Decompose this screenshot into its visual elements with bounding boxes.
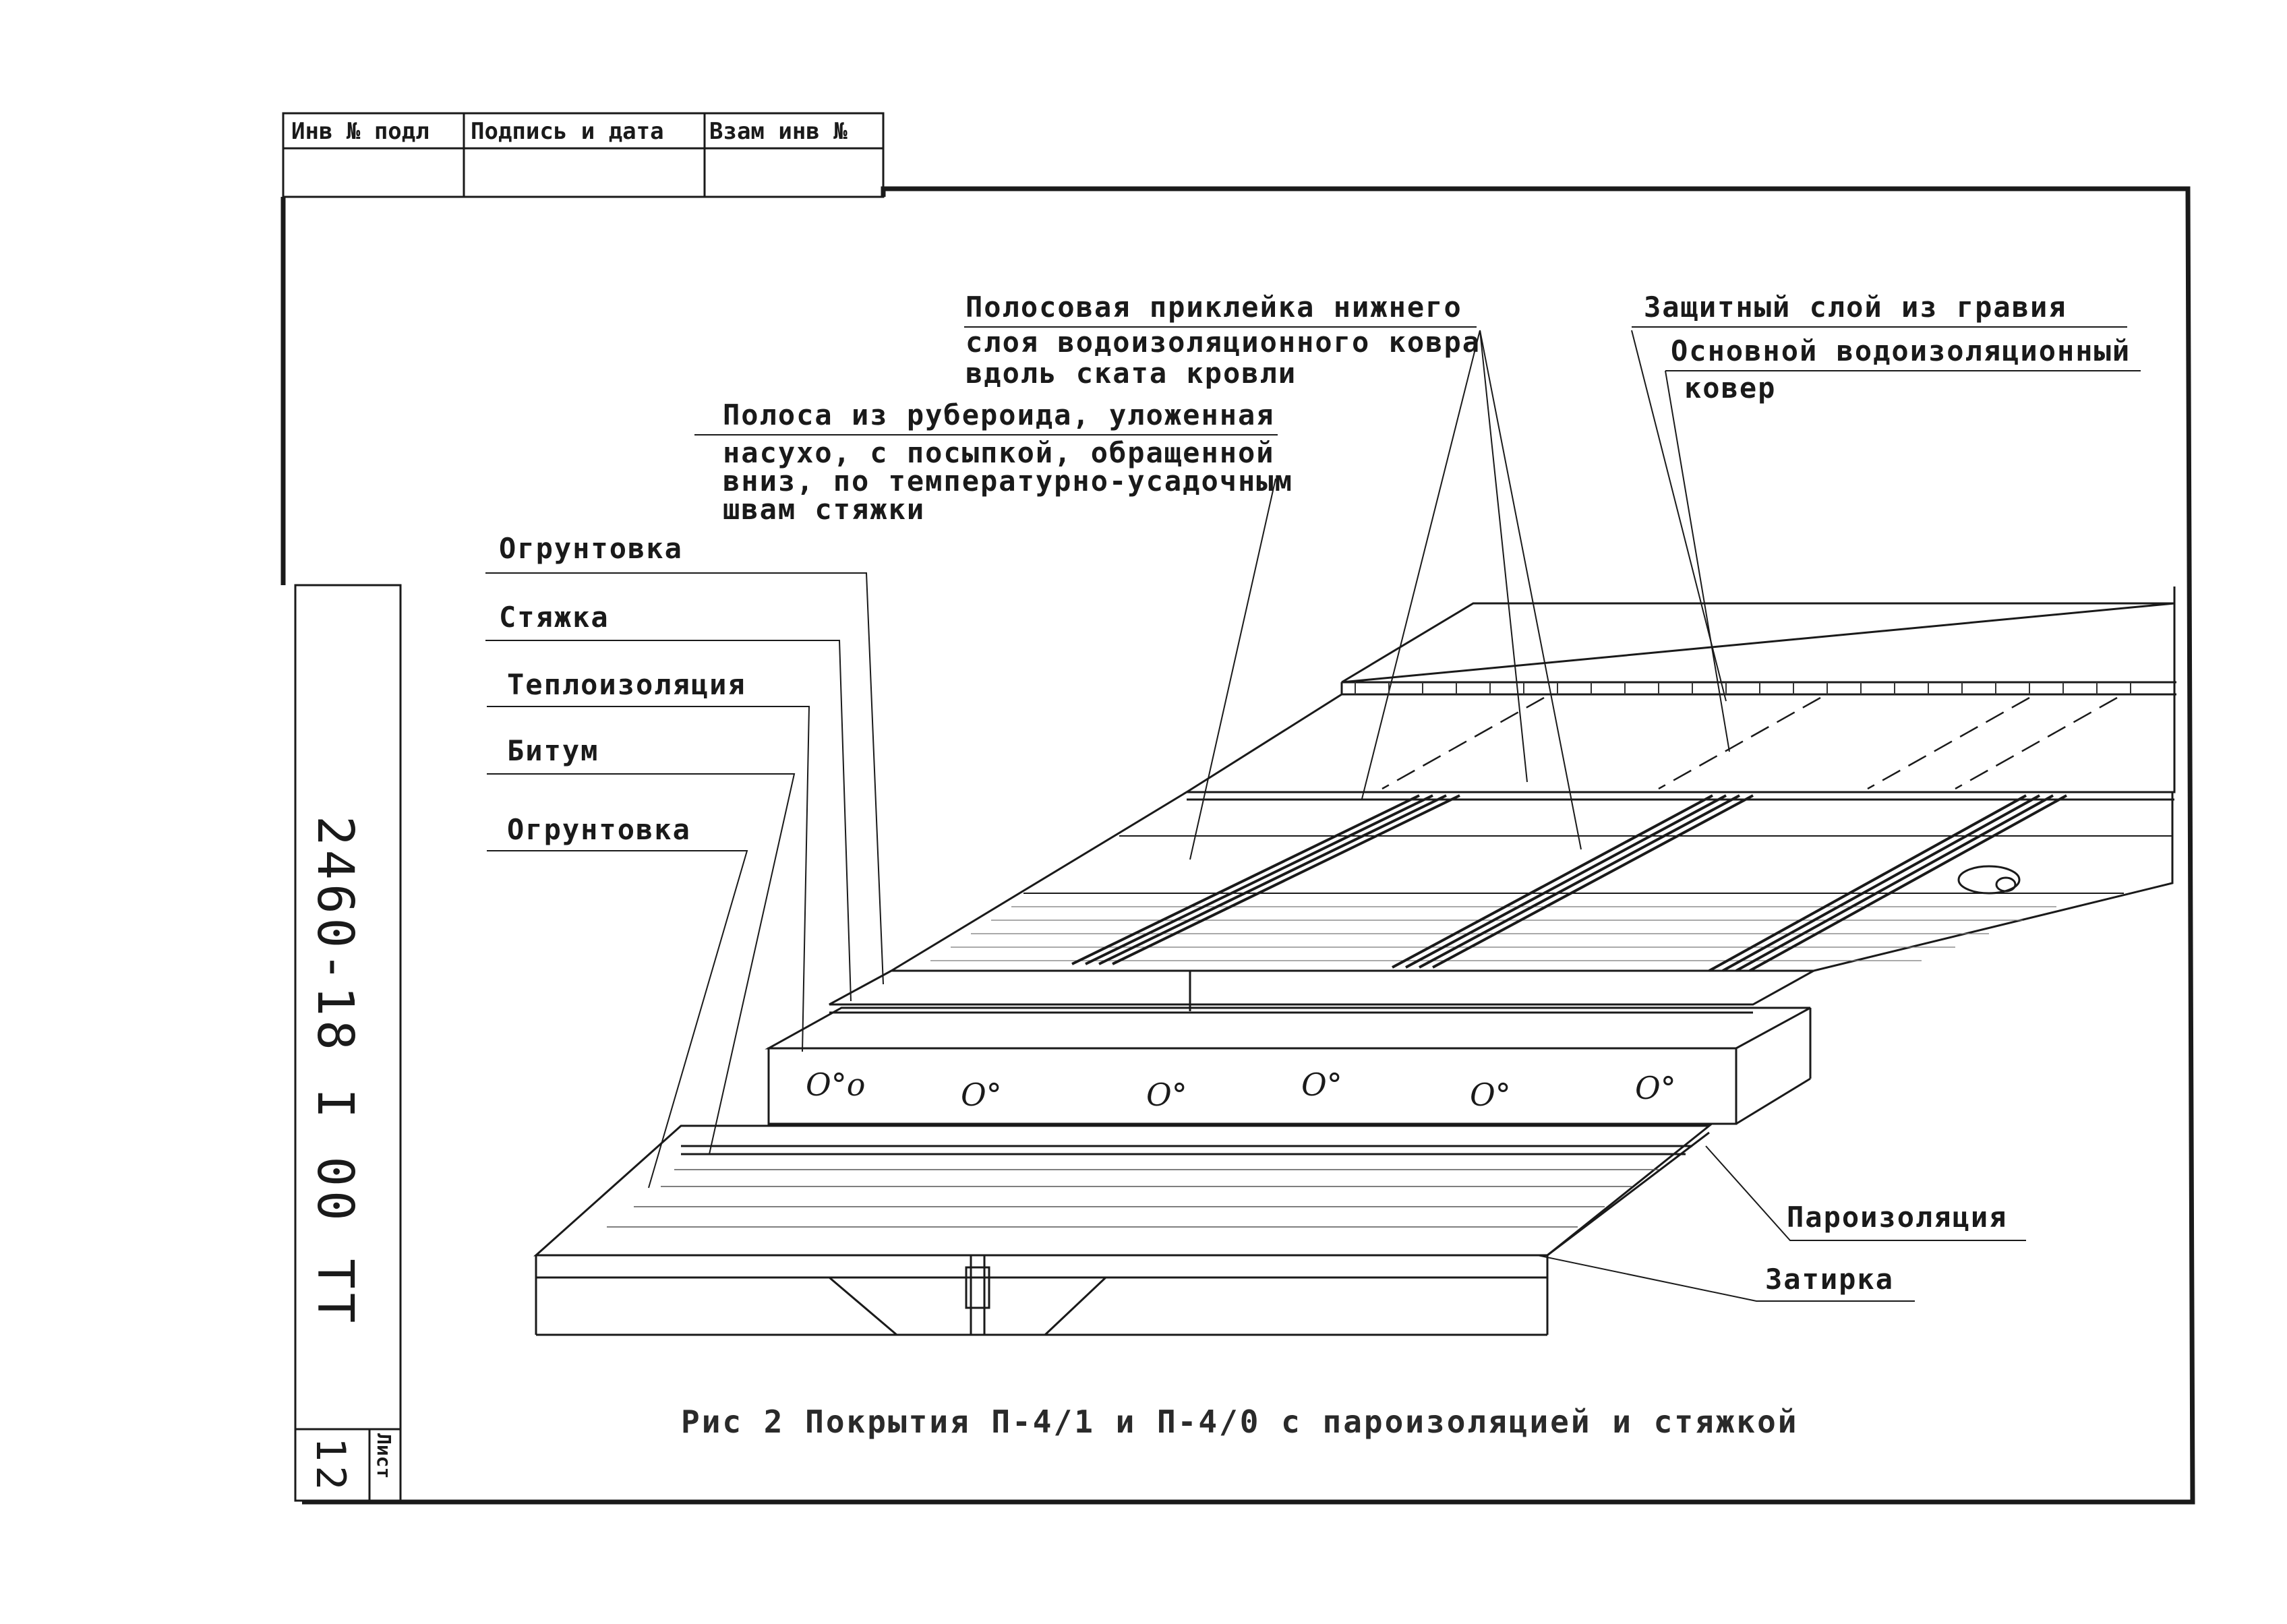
label-strip-gluing-line2: слоя водоизоляционного ковра [966,326,1481,359]
label-main-carpet-line2: ковер [1684,371,1776,404]
label-vapor-barrier-text: Пароизоляция [1787,1201,2007,1234]
label-primer-bottom-text: Огрунтовка [507,813,691,846]
stamp-col-signature: Подпись и дата [471,118,664,145]
svg-text:O°: O° [961,1077,1002,1113]
label-insulation-text: Теплоизоляция [507,668,746,701]
label-strip-gluing-line3: вдоль ската кровли [966,357,1297,390]
label-roofing-strip-line4: швам стяжки [723,493,925,526]
svg-text:O°: O° [1146,1077,1187,1113]
label-bitumen: Битум [487,734,796,1155]
svg-text:O°o: O°o [806,1066,865,1103]
label-roofing-strip-line3: вниз, по температурно-усадочным [723,464,1293,498]
label-strip-gluing-line1: Полосовая приклейка нижнего [966,291,1462,324]
gluing-strips [1071,794,2067,972]
label-roofing-strip-line1: Полоса из рубероида, уложенная [723,398,1275,431]
label-primer-bottom: Огрунтовка [487,813,748,1189]
label-grout-text: Затирка [1765,1263,1894,1296]
document-code: 2460-18 I 00 TT [306,816,364,1327]
label-main-carpet: Основной водоизоляционный ковер [1665,334,2141,404]
svg-text:O°: O° [1470,1077,1511,1113]
label-roofing-strip: Полоса из рубероида, уложенная насухо, с… [694,398,1293,526]
stamp-col-replace: Взам инв № [709,118,848,145]
label-screed: Стяжка [485,601,852,1002]
sheet-number: 12 [307,1437,354,1494]
label-roofing-strip-line2: насухо, с посыпкой, обращенной [723,436,1275,469]
label-screed-text: Стяжка [499,601,610,634]
sheet-label: Лист [373,1433,395,1478]
label-bitumen-text: Битум [507,734,599,767]
label-gravel-text: Защитный слой из гравия [1644,291,2067,324]
label-main-carpet-line1: Основной водоизоляционный [1671,334,2131,367]
label-strip-gluing: Полосовая приклейка нижнего слоя водоизо… [964,291,1481,390]
svg-text:O°: O° [1635,1070,1676,1106]
label-insulation: Теплоизоляция [487,668,810,1052]
figure-caption: Рис 2 Покрытия П-4/1 и П-4/0 с пароизоля… [681,1404,1799,1440]
label-primer-top: Огрунтовка [485,532,884,985]
label-gravel: Защитный слой из гравия [1632,291,2127,328]
stamp-table: Инв № подл Подпись и дата Взам инв № [282,112,885,198]
main-frame [280,186,2195,1505]
roof-construction-drawing: O°o O° O° O° O° O° [533,587,2176,1336]
leader-lines [1189,330,1730,860]
insulation-pores: O°o O° O° O° O° O° [806,1066,1676,1113]
label-grout: Затирка [1537,1255,1915,1302]
label-vapor-barrier: Пароизоляция [1705,1145,2026,1241]
label-primer-top-text: Огрунтовка [499,532,683,565]
stamp-col-inv: Инв № подл [291,118,429,145]
svg-text:O°: O° [1301,1066,1342,1103]
